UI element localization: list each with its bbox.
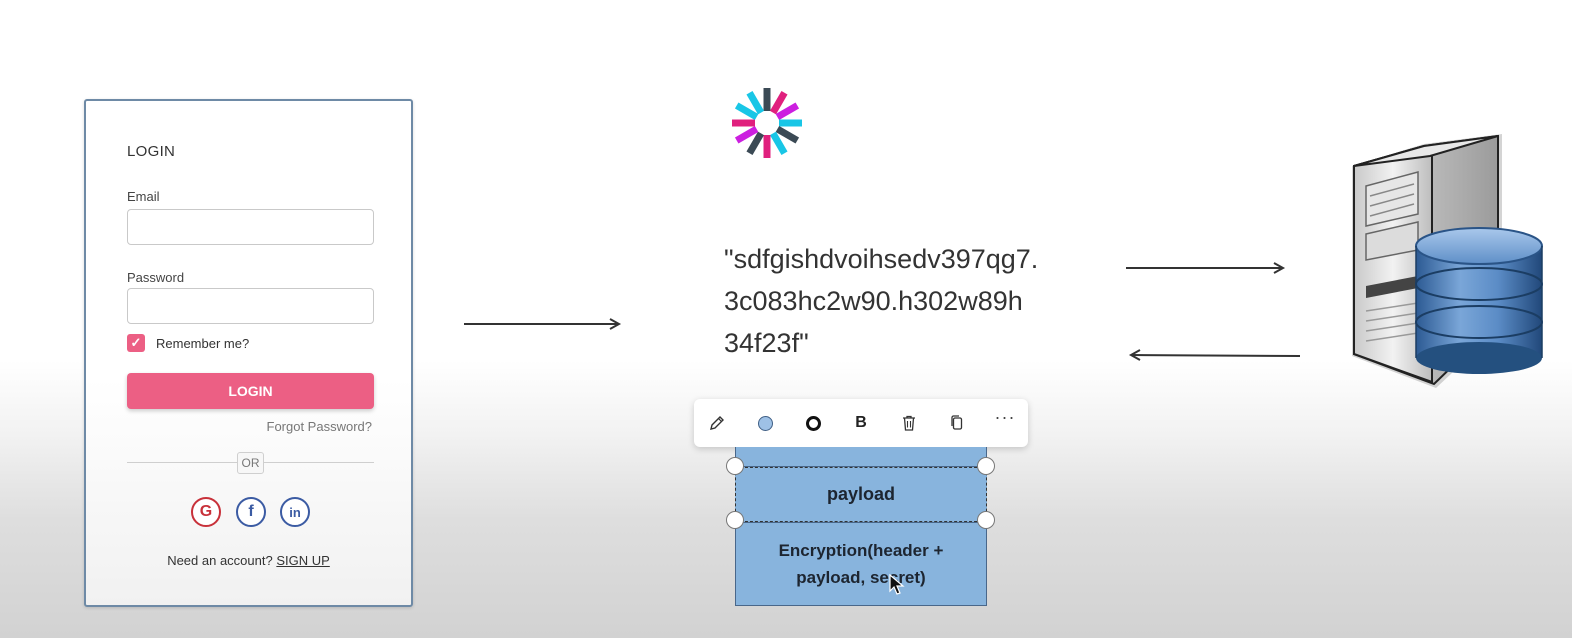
fill-color-icon[interactable] [753, 411, 777, 435]
signature-line: Encryption(header + [778, 541, 944, 560]
copy-icon[interactable] [945, 411, 969, 435]
logo-ray [746, 131, 765, 156]
server-with-database-icon [1352, 134, 1543, 388]
logo-ray [769, 90, 788, 115]
remember-me-checkbox[interactable]: ✓ [127, 334, 145, 352]
jwt-logo-icon [732, 88, 802, 158]
forgot-password-link[interactable]: Forgot Password? [266, 419, 373, 434]
signup-prompt: Need an account? [167, 553, 273, 568]
pencil-icon[interactable] [705, 411, 729, 435]
trash-icon[interactable] [897, 411, 921, 435]
signup-row: Need an account? SIGN UP [86, 553, 411, 568]
resize-handle[interactable] [977, 457, 995, 475]
signup-link[interactable]: SIGN UP [276, 553, 330, 568]
token-line: 34f23f" [724, 328, 809, 358]
logo-ray [775, 125, 800, 144]
signature-line: payload, secret) [796, 568, 926, 587]
google-icon[interactable]: G [191, 497, 221, 527]
resize-handle[interactable] [726, 457, 744, 475]
payload-block[interactable]: payload [735, 467, 987, 522]
email-field[interactable] [127, 209, 374, 245]
token-line: "sdfgishdvoihsedv397qg7. [724, 244, 1039, 274]
signature-block[interactable]: Encryption(header + payload, secret) [735, 522, 987, 606]
token-line: 3c083hc2w90.h302w89h [724, 286, 1023, 316]
shape-toolbar: B ··· [694, 399, 1028, 447]
email-label: Email [127, 189, 160, 204]
jwt-token-string: "sdfgishdvoihsedv397qg7. 3c083hc2w90.h30… [724, 238, 1104, 364]
logo-ray [775, 102, 800, 121]
header-block[interactable] [735, 447, 987, 467]
login-title: LOGIN [127, 143, 176, 160]
logo-ray [734, 102, 759, 121]
more-options-icon[interactable]: ··· [994, 406, 1016, 427]
logo-ray [769, 131, 788, 156]
payload-label: payload [826, 484, 896, 504]
password-label: Password [127, 270, 185, 285]
remember-me-row[interactable]: ✓ Remember me? [127, 334, 249, 352]
mouse-cursor-icon [889, 574, 905, 595]
login-button[interactable]: LOGIN [127, 373, 374, 409]
facebook-icon[interactable]: f [236, 497, 266, 527]
login-card: LOGIN Email Password ✓ Remember me? LOGI… [84, 99, 413, 607]
resize-handle[interactable] [726, 511, 744, 529]
signature-label: Encryption(header + payload, secret) [779, 537, 944, 591]
logo-ray [734, 125, 759, 144]
logo-ray [746, 90, 765, 115]
remember-me-label: Remember me? [156, 335, 250, 351]
arrow-server-to-token [1128, 349, 1301, 361]
arrow-token-to-server [1126, 262, 1286, 274]
or-badge: OR [237, 452, 264, 474]
resize-handle[interactable] [977, 511, 995, 529]
linkedin-icon[interactable]: in [280, 497, 310, 527]
stroke-color-icon[interactable] [801, 411, 825, 435]
arrow-login-to-token [464, 318, 622, 330]
password-field[interactable] [127, 288, 374, 324]
bold-icon[interactable]: B [855, 414, 867, 431]
